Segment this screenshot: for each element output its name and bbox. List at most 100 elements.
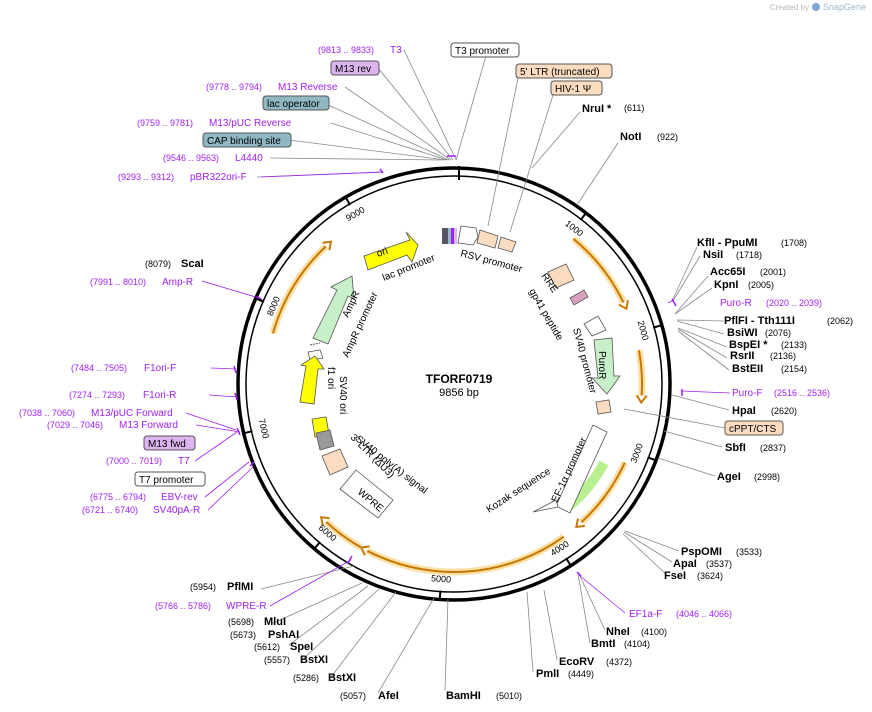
svg-text:SV40 promoter: SV40 promoter	[570, 327, 598, 395]
orf-arrowhead	[319, 515, 330, 526]
primer-ef1a-f: EF1a-F	[629, 609, 662, 620]
svg-text:(2005): (2005)	[748, 280, 774, 290]
svg-text:M13 fwd: M13 fwd	[148, 439, 186, 450]
orf-arc	[572, 238, 625, 303]
enzyme-fsei: FseI	[664, 570, 686, 582]
box-cppt: cPPT/CTS	[724, 420, 784, 436]
feature-rre: RRE	[539, 263, 575, 295]
primer-leader-lines	[185, 171, 731, 614]
primer-amp-r: Amp-R	[162, 277, 193, 288]
svg-text:CAP binding site: CAP binding site	[207, 136, 281, 147]
enzyme-bstbi: BstXI	[328, 672, 356, 684]
svg-text:(9813 .. 9833): (9813 .. 9833)	[318, 45, 374, 55]
enzyme-nrui: NruI *	[582, 103, 612, 115]
svg-text:ori: ori	[375, 246, 389, 260]
svg-text:(7038 .. 7060): (7038 .. 7060)	[19, 408, 75, 418]
boxed-labels: T3 promoter M13 rev lac operator CAP bin…	[134, 42, 784, 487]
orf-arrowhead	[322, 240, 333, 251]
svg-text:(2516 .. 2536): (2516 .. 2536)	[774, 388, 830, 398]
svg-text:(4449): (4449)	[568, 669, 594, 679]
primer-puro-f: Puro-F	[732, 388, 763, 399]
svg-text:(9546 .. 9563): (9546 .. 9563)	[163, 153, 219, 163]
enzyme-bsiwi: BsiWI	[727, 327, 758, 339]
orf-arc	[580, 462, 626, 523]
svg-text:T7 promoter: T7 promoter	[139, 475, 194, 486]
svg-text:gp41 peptide: gp41 peptide	[526, 287, 565, 343]
svg-text:(2620): (2620)	[771, 406, 797, 416]
svg-text:(9759 .. 9781): (9759 .. 9781)	[137, 118, 193, 128]
svg-text:(2020 .. 2039): (2020 .. 2039)	[766, 298, 822, 308]
tick-label-3000: 3000	[629, 442, 645, 464]
svg-text:(7029 .. 7046): (7029 .. 7046)	[47, 420, 103, 430]
svg-text:(7274 .. 7293): (7274 .. 7293)	[69, 390, 125, 400]
snapgene-credit: Created by SnapGene	[770, 2, 866, 12]
feature-kozak: Kozak sequence	[485, 466, 559, 516]
svg-text:(5010): (5010)	[496, 691, 522, 701]
primer-wpre-r: WPRE-R	[226, 601, 267, 612]
enzyme-mlui: MluI	[264, 616, 286, 628]
orf-arc-bg	[269, 243, 329, 335]
svg-text:(5612): (5612)	[254, 642, 280, 652]
orf-arrowhead	[359, 545, 370, 556]
svg-text:T3 promoter: T3 promoter	[455, 46, 510, 57]
svg-text:(7484 .. 7505): (7484 .. 7505)	[71, 363, 127, 373]
svg-text:(1718): (1718)	[736, 250, 762, 260]
primer-m13-puc-reverse: M13/pUC Reverse	[209, 118, 292, 129]
enzyme-nhei: NheI	[606, 626, 630, 638]
svg-text:(4100): (4100)	[641, 627, 667, 637]
snapgene-logo-icon	[811, 3, 820, 11]
tick-label-9000: 9000	[344, 205, 366, 224]
credit-text: Created by	[769, 2, 809, 12]
backbone-inner-ring	[245, 175, 663, 593]
svg-text:HIV-1 Ψ: HIV-1 Ψ	[555, 84, 591, 95]
svg-text:(6775 .. 6794): (6775 .. 6794)	[90, 492, 146, 502]
svg-text:PuroR: PuroR	[596, 351, 607, 379]
svg-text:(9293 .. 9312): (9293 .. 9312)	[118, 172, 174, 182]
primer-puro-r: Puro-R	[720, 298, 752, 309]
enzyme-kpni: KpnI	[714, 279, 738, 291]
svg-text:(2837): (2837)	[760, 443, 786, 453]
svg-text:(3624): (3624)	[697, 571, 723, 581]
box-t3-promoter: T3 promoter	[450, 42, 520, 58]
tick-mark-3000	[647, 456, 658, 462]
enzyme-acc65i: Acc65I	[710, 266, 745, 278]
orf-arcs	[269, 236, 648, 576]
enzyme-ecorv: EcoRV	[559, 656, 595, 668]
primer-l4440: L4440	[235, 153, 263, 164]
svg-text:cPPT/CTS: cPPT/CTS	[729, 424, 777, 435]
svg-text:(2133): (2133)	[781, 340, 807, 350]
feature-ori: ori	[363, 231, 419, 271]
svg-text:(7000 .. 7019): (7000 .. 7019)	[106, 456, 162, 466]
enzyme-bamhi: BamHI	[446, 690, 481, 702]
tick-label-7000: 7000	[257, 418, 271, 440]
svg-text:(5557): (5557)	[264, 655, 290, 665]
leader-lines	[256, 49, 730, 694]
enzyme-bsteii: BstEII	[732, 363, 763, 375]
svg-text:(5954): (5954)	[190, 582, 216, 592]
primer-m13-reverse: M13 Reverse	[278, 82, 338, 93]
svg-text:RSV promoter: RSV promoter	[459, 248, 524, 275]
feature-f1-ori: f1 ori	[299, 349, 336, 405]
tick-label-1000: 1000	[563, 218, 585, 238]
orf-arc	[637, 349, 643, 396]
orf-arrowhead	[618, 300, 629, 311]
enzyme-labels: NruI * (611) NotI (922) KflI - PpuMI (17…	[145, 103, 853, 702]
enzyme-sbfi: SbfI	[725, 442, 746, 454]
enzyme-scai: ScaI	[181, 258, 204, 270]
enzyme-pmli: PmlI	[536, 668, 559, 680]
svg-text:lac operator: lac operator	[267, 99, 320, 110]
enzyme-hpai: HpaI	[732, 405, 756, 417]
enzyme-spei: SpeI	[290, 641, 313, 653]
svg-text:(2154): (2154)	[781, 364, 807, 374]
tick-mark-4000	[565, 557, 573, 568]
primer-m13-puc-forward: M13/pUC Forward	[91, 408, 173, 419]
box-m13-rev: M13 rev	[330, 60, 380, 76]
primer-marks	[233, 155, 683, 577]
svg-text:(922): (922)	[657, 132, 678, 142]
plasmid-length: 9856 bp	[439, 387, 479, 399]
primer-f1ori-f: F1ori-F	[144, 363, 176, 374]
tick-label-2000: 2000	[636, 319, 651, 341]
svg-text:(5057): (5057)	[340, 691, 366, 701]
enzyme-afei: AfeI	[378, 690, 399, 702]
svg-text:(6721 .. 6740): (6721 .. 6740)	[82, 505, 138, 515]
